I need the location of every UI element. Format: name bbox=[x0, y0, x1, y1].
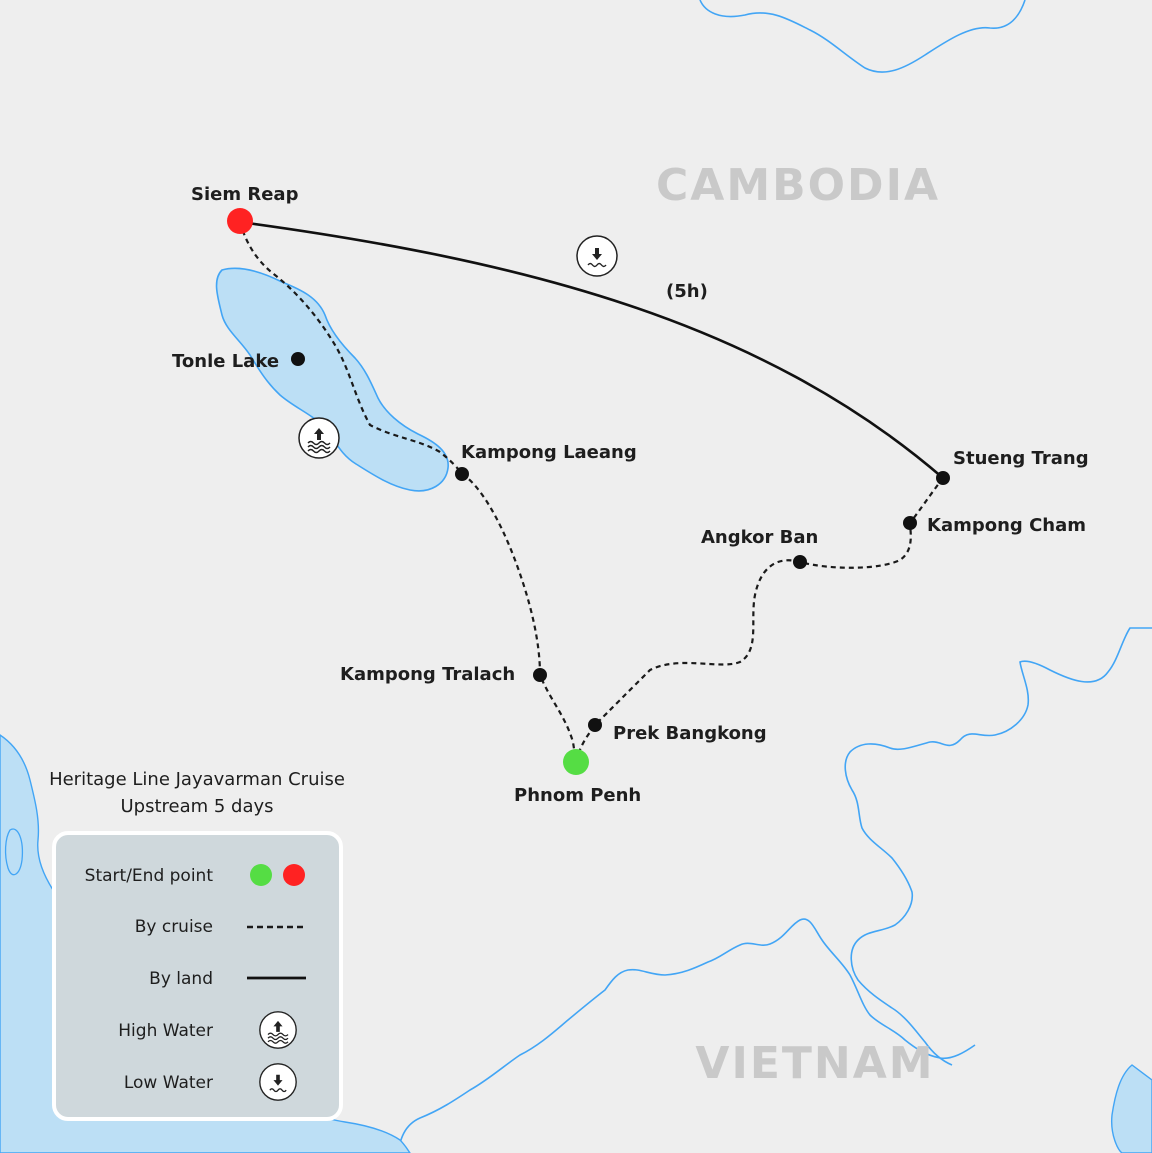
cruise-route-east bbox=[574, 477, 944, 763]
stop-tonle-lake bbox=[291, 352, 305, 366]
legend-label-low-water: Low Water bbox=[124, 1073, 213, 1093]
label-prek-bangkong: Prek Bangkong bbox=[613, 723, 767, 744]
stop-kampong-laeang bbox=[455, 467, 469, 481]
map-title-line1: Heritage Line Jayavarman Cruise bbox=[49, 769, 345, 790]
coast-southeast bbox=[1110, 1064, 1152, 1153]
low-water-icon bbox=[576, 235, 618, 277]
high-water-icon bbox=[298, 417, 340, 459]
island bbox=[4, 828, 24, 876]
stop-stueng-trang bbox=[936, 471, 950, 485]
legend: Start/End point By cruise By land High W… bbox=[52, 831, 343, 1121]
legend-start-dot bbox=[250, 864, 272, 886]
stop-kampong-cham bbox=[903, 516, 917, 530]
label-siem-reap: Siem Reap bbox=[191, 184, 299, 205]
legend-high-water-icon bbox=[259, 1011, 297, 1049]
border-east bbox=[844, 627, 1152, 1066]
stop-kampong-tralach bbox=[533, 668, 547, 682]
stop-angkor-ban bbox=[793, 555, 807, 569]
border-south bbox=[397, 918, 976, 1153]
country-label-vietnam: VIETNAM bbox=[695, 1038, 934, 1089]
legend-label-cruise: By cruise bbox=[135, 917, 213, 937]
legend-label-start-end: Start/End point bbox=[85, 866, 214, 886]
legend-label-land: By land bbox=[149, 969, 213, 989]
label-kampong-cham: Kampong Cham bbox=[927, 515, 1086, 536]
border-top bbox=[699, 0, 1026, 73]
end-point-siem-reap bbox=[227, 208, 253, 234]
tonle-sap-lake bbox=[215, 267, 449, 492]
legend-panel bbox=[52, 831, 343, 1121]
country-label-cambodia: CAMBODIA bbox=[656, 160, 940, 211]
land-route bbox=[239, 220, 944, 479]
label-tonle-lake: Tonle Lake bbox=[172, 351, 279, 372]
map-title-line2: Upstream 5 days bbox=[120, 796, 273, 817]
cruise-route-west bbox=[238, 221, 578, 763]
label-angkor-ban: Angkor Ban bbox=[701, 527, 818, 548]
label-phnom-penh: Phnom Penh bbox=[514, 785, 641, 806]
duration-label: (5h) bbox=[666, 281, 708, 302]
label-kampong-laeang: Kampong Laeang bbox=[461, 442, 637, 463]
start-point-phnom-penh bbox=[563, 749, 589, 775]
legend-end-dot bbox=[283, 864, 305, 886]
legend-label-high-water: High Water bbox=[118, 1021, 213, 1041]
label-stueng-trang: Stueng Trang bbox=[953, 448, 1089, 469]
label-kampong-tralach: Kampong Tralach bbox=[340, 664, 515, 685]
stop-prek-bangkong bbox=[588, 718, 602, 732]
legend-low-water-icon bbox=[259, 1063, 297, 1101]
